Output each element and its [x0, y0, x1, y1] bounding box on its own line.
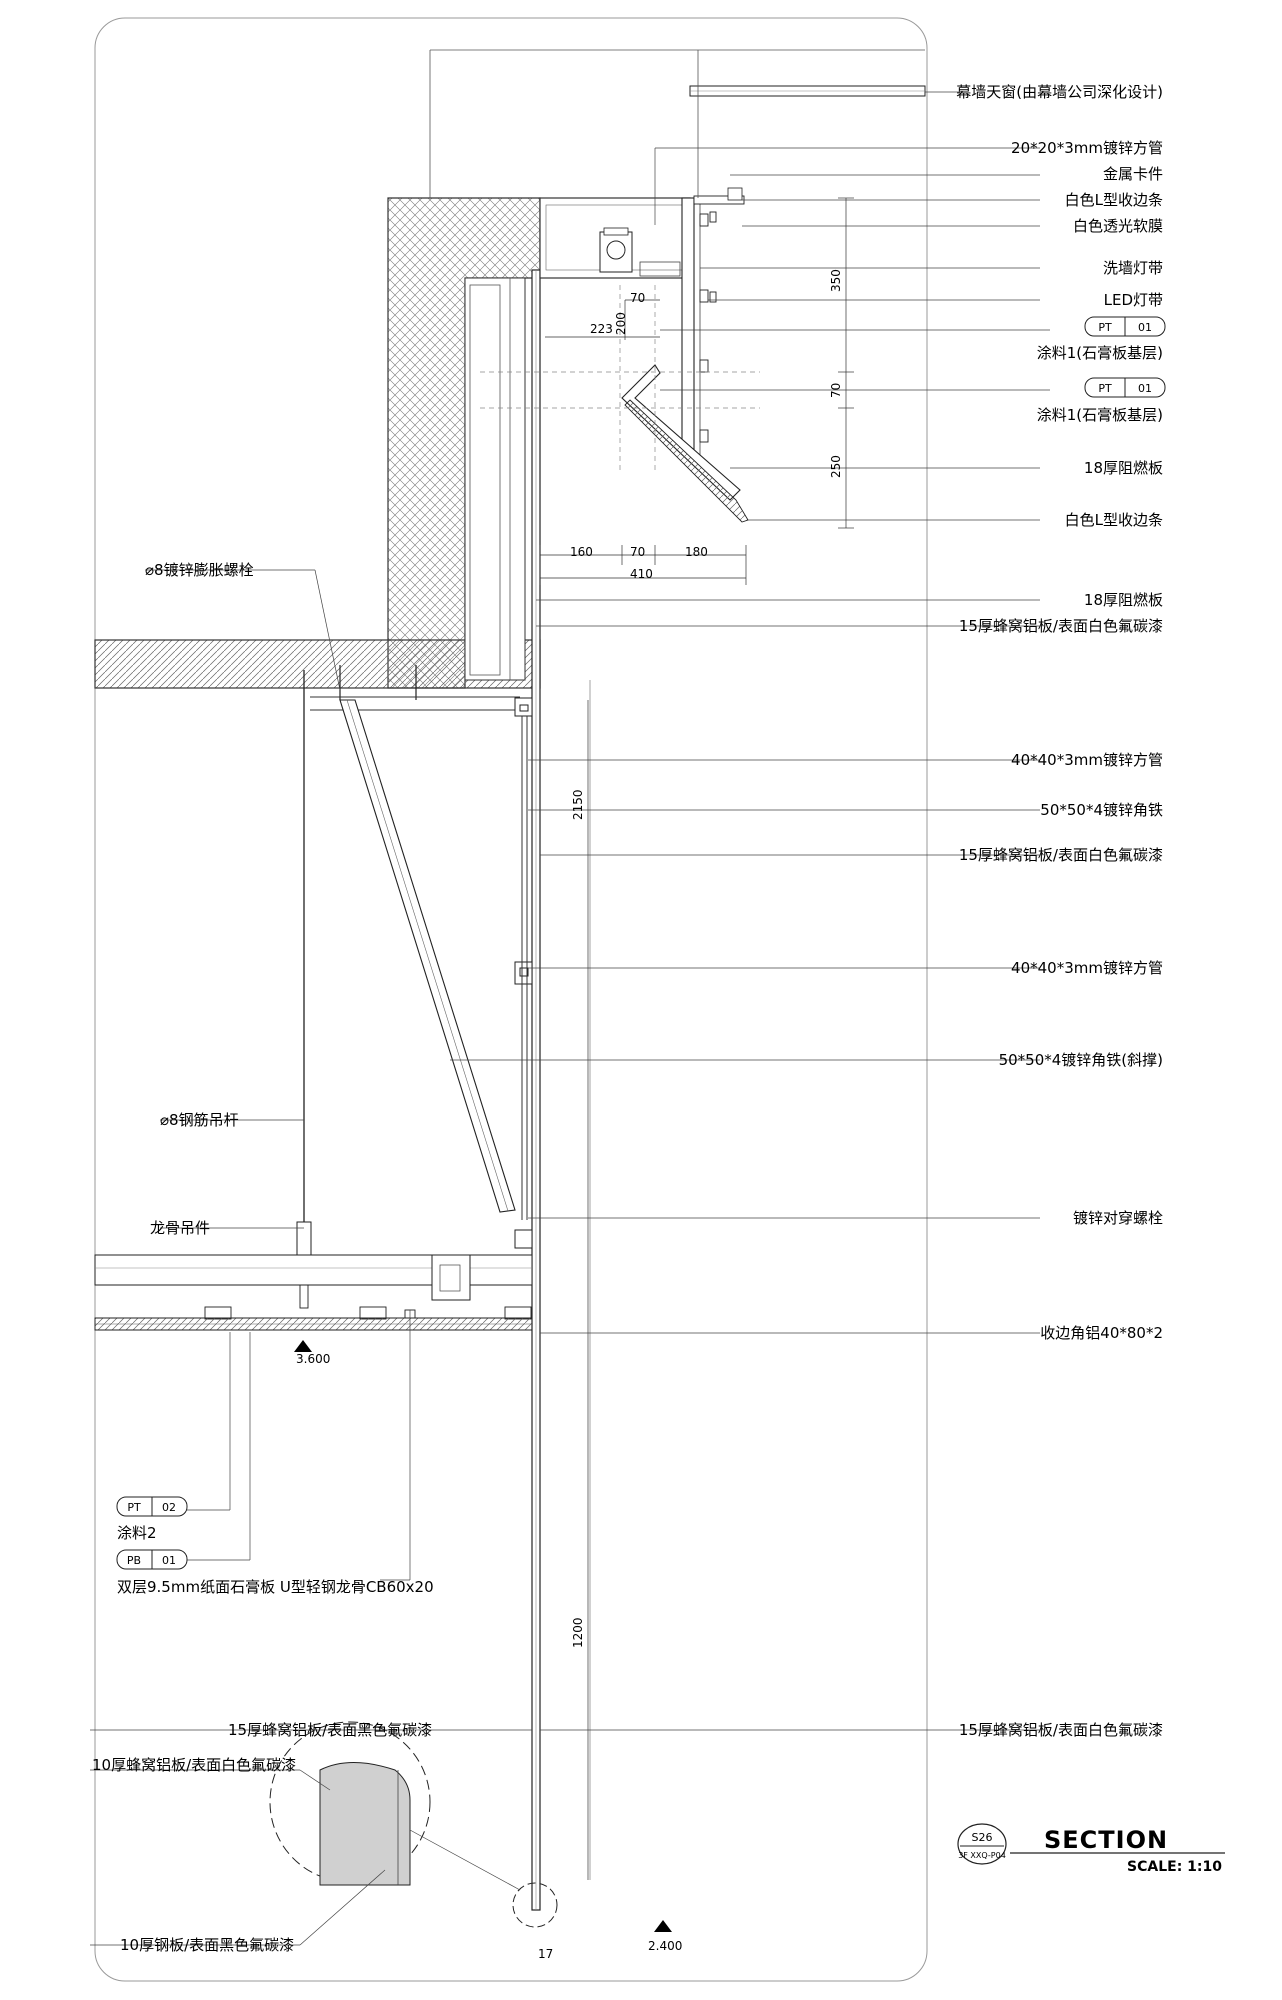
label-honeycomb-white-a: 15厚蜂窝铝板/表面白色氟碳漆 [959, 617, 1163, 635]
section-scale: SCALE: 1:10 [1127, 1859, 1222, 1875]
svg-text:70: 70 [630, 545, 645, 559]
label-soft-film: 白色透光软膜 [1073, 217, 1163, 235]
label-edge-angle: 收边角铝40*80*2 [1040, 1324, 1163, 1342]
label-gypsum-keel: 双层9.5mm纸面石膏板 U型轻钢龙骨CB60x20 [117, 1578, 434, 1596]
svg-text:PB: PB [127, 1554, 141, 1567]
wall-washer-fixture [599, 231, 633, 273]
label-angle-brace: 50*50*4镀锌角铁(斜撑) [999, 1051, 1163, 1069]
label-honeycomb-black: 15厚蜂窝铝板/表面黑色氟碳漆 [228, 1721, 432, 1739]
svg-text:350: 350 [829, 269, 843, 292]
label-runner-hanger: 龙骨吊件 [150, 1219, 210, 1237]
sheet-reference: 3F XXQ-P04 [958, 1851, 1006, 1860]
label-honeycomb-white-c: 15厚蜂窝铝板/表面白色氟碳漆 [959, 1721, 1163, 1739]
tag-pt01-a: PT 01 [1084, 316, 1166, 337]
label-fireboard-a: 18厚阻燃板 [1084, 459, 1163, 477]
svg-text:200: 200 [614, 312, 628, 335]
label-honeycomb-white-b: 15厚蜂窝铝板/表面白色氟碳漆 [959, 846, 1163, 864]
svg-text:02: 02 [162, 1501, 176, 1514]
detail-panel-edge [319, 1762, 411, 1886]
label-square-tube-40a: 40*40*3mm镀锌方管 [1011, 751, 1163, 769]
svg-text:250: 250 [829, 455, 843, 478]
svg-text:2150: 2150 [571, 789, 585, 820]
label-square-tube-20: 20*20*3mm镀锌方管 [1011, 139, 1163, 157]
label-angle-50: 50*50*4镀锌角铁 [1040, 801, 1163, 819]
svg-text:01: 01 [162, 1554, 176, 1567]
label-skylight: 幕墙天窗(由幕墙公司深化设计) [956, 83, 1163, 101]
dimensions: 350 70 250 70 200 223 160 70 180 410 215… [538, 269, 843, 1961]
label-expansion-bolt: ⌀8镀锌膨胀螺栓 [145, 561, 254, 579]
sloped-soffit [621, 364, 741, 501]
labels-right: 幕墙天窗(由幕墙公司深化设计) 20*20*3mm镀锌方管 金属卡件 白色L型收… [956, 83, 1163, 1739]
label-paint-1a: 涂料1(石膏板基层) [1037, 344, 1163, 362]
svg-text:01: 01 [1138, 382, 1152, 395]
svg-text:PT: PT [1098, 321, 1112, 334]
label-through-bolt: 镀锌对穿螺栓 [1073, 1209, 1163, 1227]
label-paint-2: 涂料2 [117, 1524, 157, 1542]
label-led-strip: LED灯带 [1104, 291, 1163, 309]
recess-board [464, 277, 526, 681]
label-paint-1b: 涂料1(石膏板基层) [1037, 406, 1163, 424]
leader-lines-left [90, 569, 532, 1946]
svg-text:1200: 1200 [571, 1617, 585, 1648]
tag-pt02: PT 02 [116, 1496, 188, 1517]
label-wall-washer: 洗墙灯带 [1103, 259, 1163, 277]
label-steel-plate: 10厚钢板/表面黑色氟碳漆 [120, 1936, 294, 1954]
led-strip [699, 211, 717, 443]
labels-left: ⌀8镀锌膨胀螺栓 ⌀8钢筋吊杆 龙骨吊件 涂料2 双层9.5mm纸面石膏板 U型… [92, 561, 434, 1954]
title-block: S26 3F XXQ-P04 SECTION SCALE: 1:10 [957, 1823, 1225, 1875]
label-fireboard-b: 18厚阻燃板 [1084, 591, 1163, 609]
drawing-frame [94, 17, 928, 1982]
svg-text:223: 223 [590, 322, 613, 336]
svg-text:180: 180 [685, 545, 708, 559]
soft-film-frame [681, 197, 695, 451]
svg-text:160: 160 [570, 545, 593, 559]
svg-text:410: 410 [630, 567, 653, 581]
svg-text:PT: PT [127, 1501, 141, 1514]
label-rebar-hanger: ⌀8钢筋吊杆 [160, 1111, 239, 1129]
square-tubes [514, 697, 533, 1249]
section-title: SECTION [1044, 1826, 1168, 1854]
section-number: S26 [972, 1831, 993, 1844]
label-honeycomb-white-10: 10厚蜂窝铝板/表面白色氟碳漆 [92, 1756, 296, 1774]
tag-pt01-b: PT 01 [1084, 377, 1166, 398]
svg-text:01: 01 [1138, 321, 1152, 334]
label-square-tube-40b: 40*40*3mm镀锌方管 [1011, 959, 1163, 977]
leader-lines-right [450, 91, 1050, 1731]
label-l-trim: 白色L型收边条 [1065, 191, 1163, 209]
tag-pb01: PB 01 [116, 1549, 188, 1570]
label-l-trim-b: 白色L型收边条 [1065, 511, 1163, 529]
svg-text:70: 70 [630, 291, 645, 305]
level-floor: 2.400 [648, 1939, 682, 1953]
svg-text:PT: PT [1098, 382, 1112, 395]
detail-callout-circle [512, 1882, 558, 1928]
level-ceiling: 3.600 [296, 1352, 330, 1366]
svg-text:70: 70 [829, 383, 843, 398]
label-metal-clip: 金属卡件 [1103, 165, 1163, 183]
svg-text:17: 17 [538, 1947, 553, 1961]
